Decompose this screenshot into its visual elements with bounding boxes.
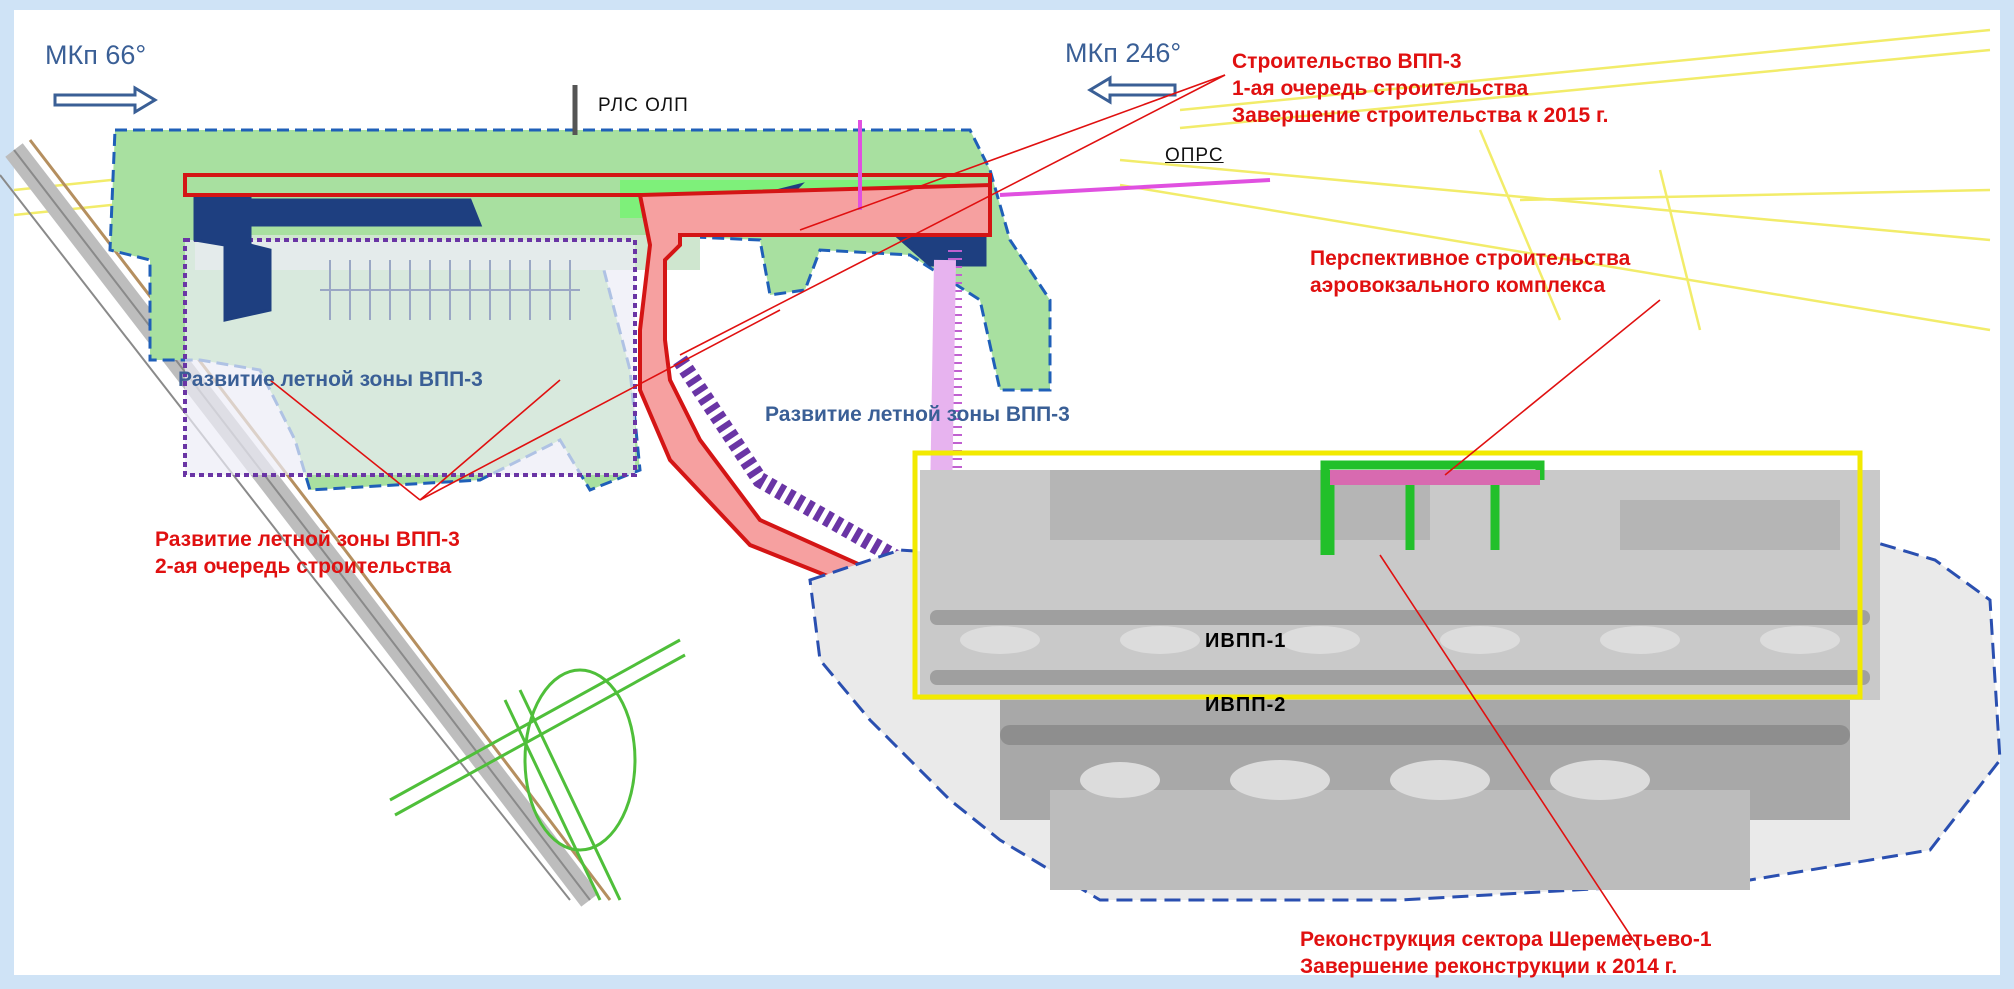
future-terminal-hatch [1330,470,1540,485]
vpp3-phase1-line3: Завершение строительства к 2015 г. [1232,104,1609,127]
vpp3-phase2-annotation: Развитие летной зоны ВПП-3 2-ая очередь … [155,526,460,580]
radar-label: РЛС ОЛП [598,95,689,116]
stand-grid [320,260,580,320]
zone-center-label: Развитие летной зоны ВПП-3 [765,403,1070,426]
sheremetyevo1-sector [912,450,1863,700]
sheremetyevo1-line1: Реконструкция сектора Шереметьево-1 [1300,928,1712,951]
terminal-future-line2: аэровокзального комплекса [1310,274,1606,297]
runway-2-label: ИВПП-2 [1205,694,1287,716]
vpp3-phase1-annotation: Строительство ВПП-3 1-ая очередь строите… [1232,48,1609,129]
leader-lines [269,74,1661,951]
heading-arrows [53,75,1177,115]
vpp3-phase2-line1: Развитие летной зоны ВПП-3 [155,528,460,551]
interchange [389,638,686,901]
highway [0,139,612,907]
heading-west-label: МКп 66° [45,40,147,70]
terminal-future-annotation: Перспективное строительства аэровокзальн… [1310,245,1630,299]
vpp3-phase1-line2: 1-ая очередь строительства [1232,77,1529,100]
zone-west-label: Развитие летной зоны ВПП-3 [178,368,483,391]
terminal-future-line1: Перспективное строительства [1310,247,1631,270]
sheremetyevo1-line2: Завершение реконструкции к 2014 г. [1300,955,1678,978]
runway-1-label: ИВПП-1 [1205,630,1287,652]
beacon-label: ОПРС [1165,145,1224,166]
heading-east-label: МКп 246° [1065,38,1182,68]
main-airport [808,470,2002,902]
vpp3-phase1-line1: Строительство ВПП-3 [1232,50,1462,73]
sheremetyevo1-annotation: Реконструкция сектора Шереметьево-1 Заве… [1300,926,1712,980]
vpp3-phase2-line2: 2-ая очередь строительства [155,555,452,578]
